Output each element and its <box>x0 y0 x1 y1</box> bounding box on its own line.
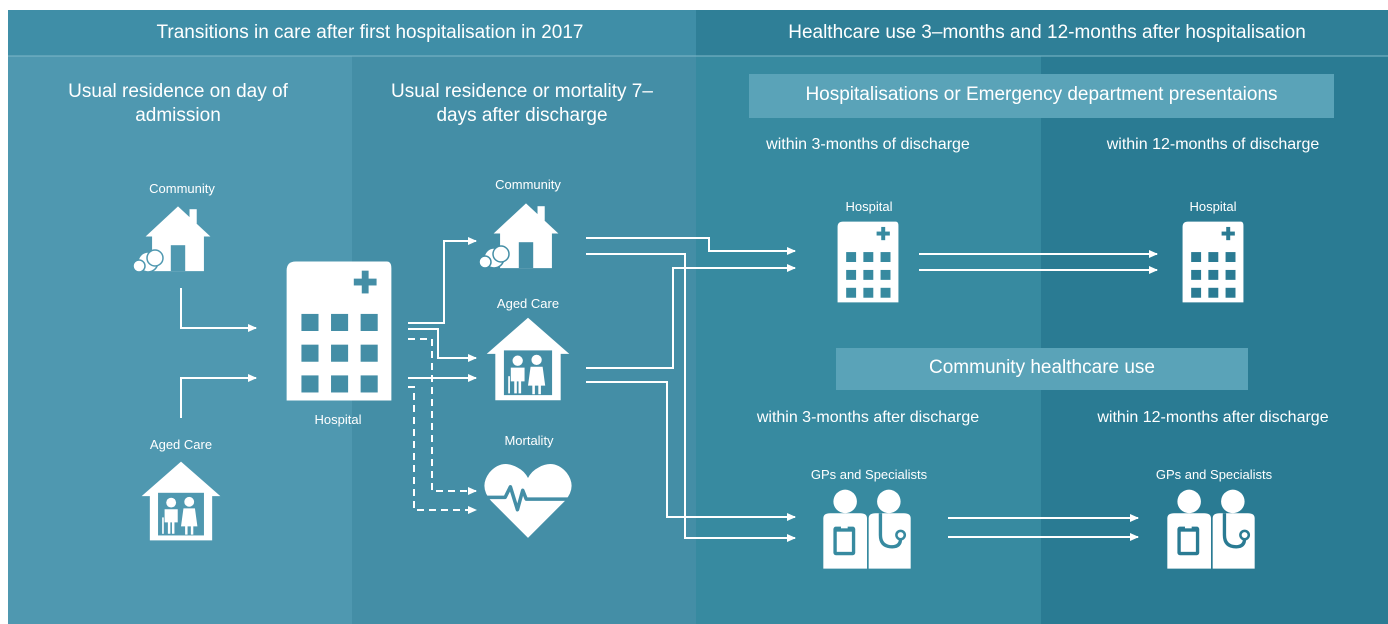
connectors <box>180 237 1158 542</box>
community-box-title: Community healthcare use <box>929 357 1155 378</box>
ed-box-title: Hospitalisations or Emergency department… <box>805 84 1278 105</box>
header-band-right <box>696 10 1388 56</box>
label-community-out: Community <box>495 177 561 192</box>
period-ed-12m: within 12-months of discharge <box>1106 136 1320 153</box>
panel-3-months <box>696 56 1041 624</box>
arrow-agedcare-to-hospital <box>180 374 257 418</box>
period-ed-3m: within 3-months of discharge <box>766 136 970 153</box>
label-aged-care-out: Aged Care <box>496 296 560 311</box>
arrow-agedcare-to-gp-3m <box>586 381 796 521</box>
arrow-community-to-hospital <box>180 288 257 332</box>
period-ch-12m: within 12-months after discharge <box>1097 409 1329 426</box>
col2-title: Usual residence or mortality 7–days afte… <box>391 81 653 126</box>
label-hospital-main: Hospital <box>314 412 362 427</box>
header-left-title: Transitions in care after first hospital… <box>156 22 584 43</box>
arrow-community-to-hospital-3m-a <box>586 237 796 255</box>
col1-title: Usual residence on day of admission <box>68 81 288 126</box>
arrow-hospital-to-mortality-a <box>408 338 477 495</box>
hospital-building-icon <box>1182 221 1244 303</box>
hospital-building-icon <box>286 261 392 401</box>
arrow-hospital-to-mortality-b <box>408 386 477 514</box>
arrow-hospital-to-community <box>408 237 477 324</box>
bush-icon <box>132 249 164 273</box>
arrow-hospital-to-agedcare-a <box>408 328 477 362</box>
label-aged-care-in: Aged Care <box>149 437 213 452</box>
label-gp-12m: GPs and Specialists <box>1155 467 1273 482</box>
label-hospital-3m: Hospital <box>845 199 893 214</box>
arrow-agedcare-to-hospital-3m <box>586 264 796 369</box>
arrow-community-to-gp-3m <box>586 253 796 542</box>
label-community-in: Community <box>149 181 215 196</box>
ed-box <box>749 74 1334 118</box>
bush-icon <box>478 245 510 269</box>
period-ch-3m: within 3-months after discharge <box>756 409 980 426</box>
label-hospital-12m: Hospital <box>1189 199 1237 214</box>
hospital-building-icon <box>837 221 899 303</box>
header-band-left <box>8 10 696 56</box>
label-mortality: Mortality <box>504 433 554 448</box>
label-gp-3m: GPs and Specialists <box>810 467 928 482</box>
community-box <box>836 348 1248 390</box>
header-right-title: Healthcare use 3–months and 12-months af… <box>788 22 1306 43</box>
